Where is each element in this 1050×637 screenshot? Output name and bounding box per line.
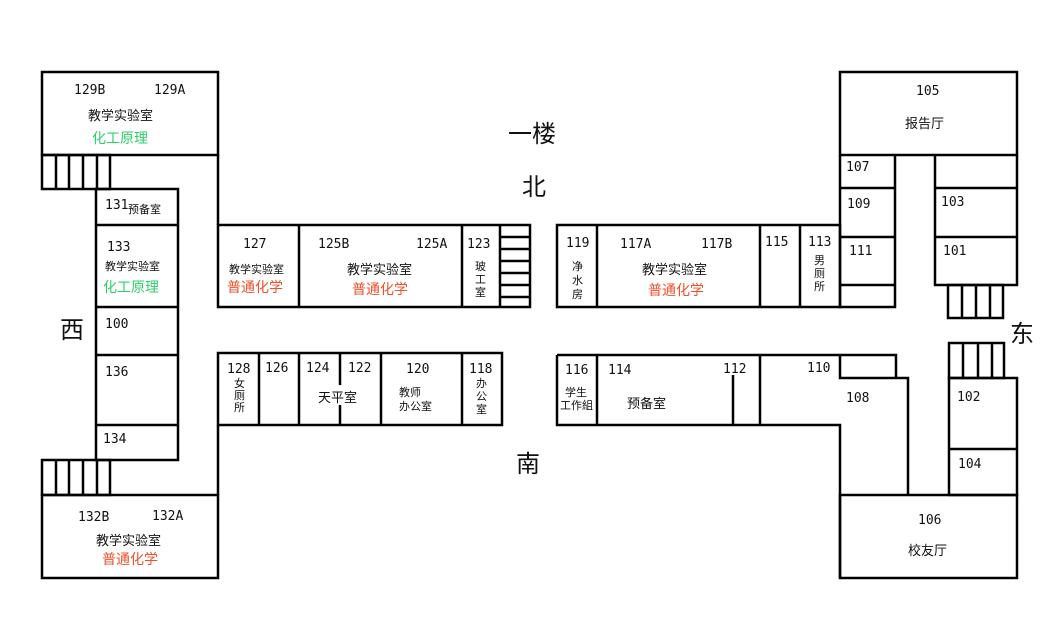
room-name: 水	[572, 274, 583, 287]
room-132: 132B 132A 教学实验室 普通化学	[78, 509, 183, 568]
room-114: 114 预备室	[608, 363, 666, 412]
room-number: 119	[566, 236, 589, 251]
room-129: 129B 129A 教学实验室 化工原理	[74, 83, 185, 147]
course-label: 普通化学	[227, 280, 283, 296]
room-126: 126	[265, 361, 288, 376]
room-112: 112	[723, 362, 746, 377]
room-name: 工	[475, 273, 486, 286]
room-111: 111	[849, 244, 872, 259]
room-number: 123	[467, 237, 490, 252]
room-number: 127	[243, 237, 266, 252]
room-number: 117B	[701, 237, 732, 252]
room-number: 133	[107, 240, 130, 255]
room-number: 131	[105, 198, 128, 213]
room-name: 教学实验室	[229, 262, 284, 276]
compass-west: 西	[60, 316, 84, 344]
room-124: 124	[306, 361, 330, 376]
room-107: 107	[846, 160, 869, 175]
course-label: 普通化学	[102, 552, 158, 568]
room-name: 预备室	[627, 396, 666, 412]
room-number: 114	[608, 363, 632, 378]
room-number: 129B	[74, 83, 105, 98]
room-116: 116 学生 工作組	[560, 363, 593, 412]
room-number: 129A	[154, 83, 185, 98]
room-name: 男	[814, 254, 825, 267]
room-133: 133 教学实验室 化工原理	[103, 240, 160, 296]
room-113: 113 男 厕 所	[808, 235, 831, 293]
room-name: 净	[572, 259, 583, 273]
room-name: 室	[475, 285, 486, 299]
room-name: 报告厅	[905, 117, 944, 132]
course-label: 普通化学	[352, 282, 408, 298]
room-number: 105	[916, 84, 939, 99]
room-name: 公	[476, 390, 487, 403]
room-name: 预备室	[128, 202, 161, 216]
room-name: 教学实验室	[88, 108, 153, 124]
room-number: 113	[808, 235, 831, 250]
room-117: 117A 117B 教学实验室 普通化学	[620, 237, 732, 299]
room-136: 136	[105, 365, 128, 380]
room-109: 109	[847, 197, 870, 212]
course-label: 普通化学	[648, 283, 704, 299]
room-106: 106 校友厅	[908, 513, 947, 559]
room-name: 所	[234, 401, 245, 414]
room-119: 119 净 水 房	[566, 236, 589, 301]
room-115: 115	[765, 235, 788, 250]
room-125: 125B 125A 教学实验室 普通化学	[318, 237, 447, 298]
room-108: 108	[846, 391, 869, 406]
walls	[40, 70, 1019, 580]
room-131: 131 预备室	[105, 198, 161, 216]
room-number: 132B	[78, 510, 109, 525]
room-name: 工作組	[560, 399, 593, 412]
room-118: 118 办 公 室	[469, 362, 492, 416]
room-123: 123 玻 工 室	[467, 237, 490, 299]
room-number: 120	[406, 362, 429, 377]
room-110: 110	[807, 361, 830, 376]
room-number: 118	[469, 362, 492, 377]
room-name: 学生	[565, 385, 587, 399]
room-name: 厕	[814, 267, 825, 280]
balance-room: 天平室	[318, 390, 357, 406]
room-name: 所	[814, 280, 825, 293]
course-label: 化工原理	[103, 280, 159, 296]
floor-title: 一楼	[508, 120, 556, 148]
room-number: 125B	[318, 237, 349, 252]
room-number: 125A	[416, 237, 447, 252]
room-name: 教学实验室	[105, 259, 160, 273]
room-number: 117A	[620, 237, 651, 252]
room-name: 办公室	[399, 399, 432, 413]
room-102: 102	[957, 390, 980, 405]
room-number: 116	[565, 363, 588, 378]
room-103: 103	[941, 195, 964, 210]
room-number: 128	[227, 362, 250, 377]
room-name: 室	[476, 402, 487, 416]
compass-south: 南	[516, 450, 540, 478]
room-name: 教师	[399, 386, 421, 399]
compass-east: 东	[1010, 320, 1034, 348]
room-number: 132A	[152, 509, 183, 524]
room-name: 房	[572, 288, 583, 301]
room-104: 104	[958, 457, 982, 472]
room-name: 女	[234, 376, 245, 390]
room-name: 办	[476, 377, 487, 390]
room-name: 教学实验室	[347, 262, 412, 278]
room-name: 校友厅	[908, 543, 947, 559]
room-127: 127 教学实验室 普通化学	[227, 237, 284, 296]
room-134: 134	[103, 432, 127, 447]
room-name: 玻	[475, 260, 486, 273]
room-122: 122	[348, 361, 371, 376]
room-number: 106	[918, 513, 941, 528]
room-name: 教学实验室	[642, 262, 707, 278]
compass-north: 北	[522, 173, 546, 201]
room-name: 厕	[234, 389, 245, 402]
room-120: 120 教师 办公室	[399, 362, 432, 413]
room-128: 128 女 厕 所	[227, 362, 250, 414]
room-name: 教学实验室	[96, 533, 161, 549]
course-label: 化工原理	[92, 131, 148, 147]
room-100: 100	[105, 317, 128, 332]
room-101: 101	[943, 244, 966, 259]
room-105: 105 报告厅	[905, 84, 944, 132]
